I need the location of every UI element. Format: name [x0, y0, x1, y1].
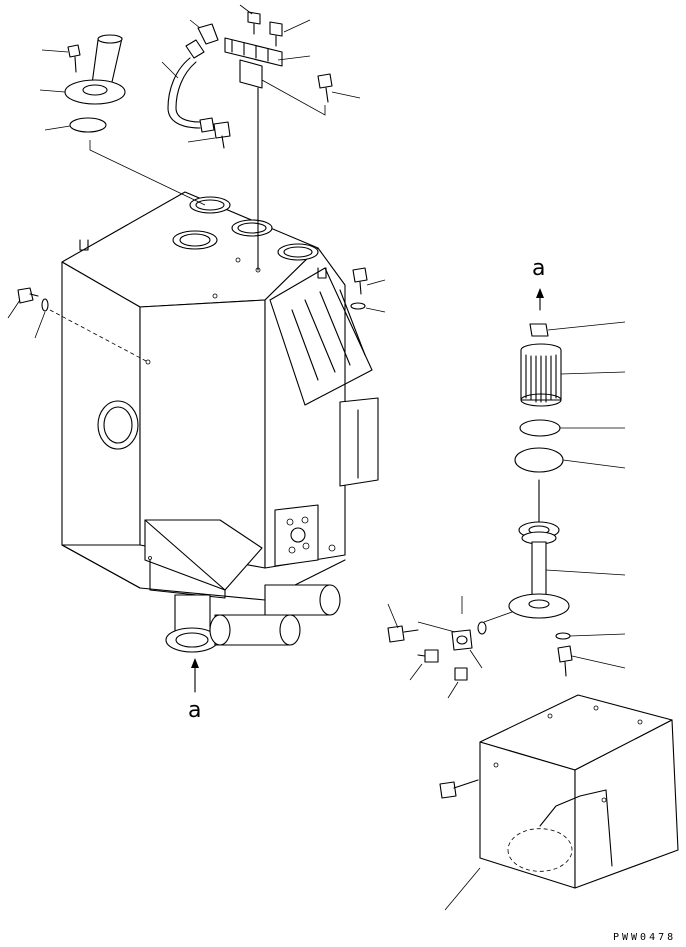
- filter-assembly: [508, 288, 626, 677]
- mounting-bolt-washer: [350, 267, 386, 313]
- breather-hose-assembly: [161, 19, 231, 149]
- drawing-code: PWW0478: [613, 932, 677, 943]
- reference-label-left: a: [188, 698, 202, 723]
- reference-label-right: a: [532, 256, 546, 281]
- reference-arrow-left: [191, 658, 199, 693]
- drain-plug-assembly: [7, 287, 49, 339]
- tank-cover: [439, 694, 679, 911]
- hydraulic-tank: [61, 191, 379, 653]
- pressure-switch-assembly: [387, 596, 513, 699]
- terminal-bracket-assembly: [224, 4, 361, 271]
- filler-neck-assembly: [39, 34, 206, 206]
